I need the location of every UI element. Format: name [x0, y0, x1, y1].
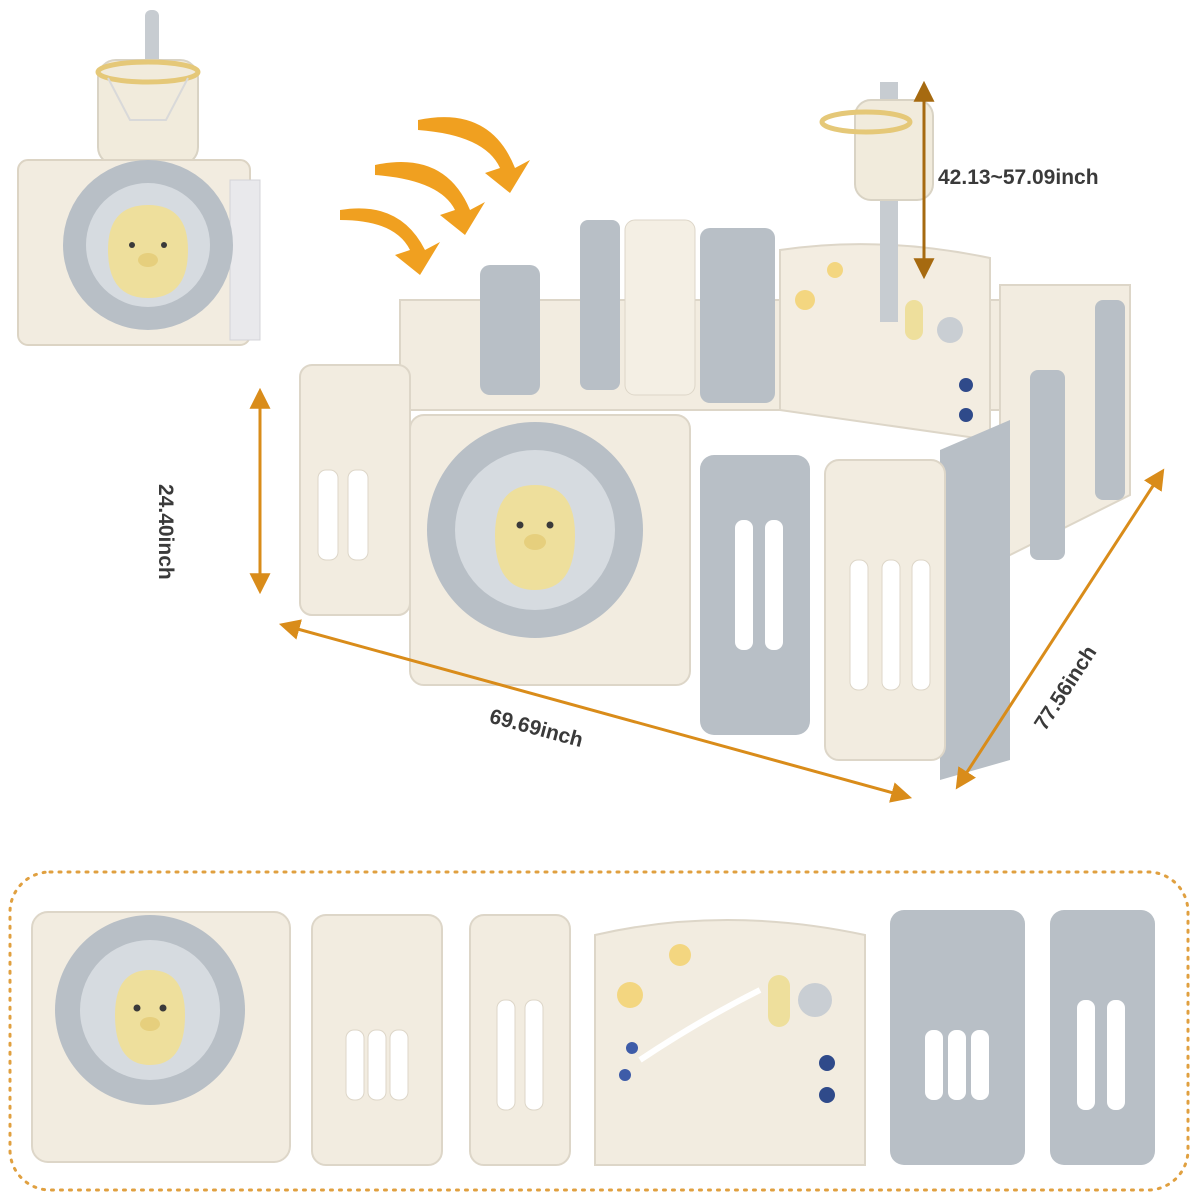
door-panel — [31, 911, 291, 1163]
height-dimension-label: 24.40inch — [154, 484, 177, 580]
panel-set-frame — [8, 870, 1190, 1192]
hoop-height-dimension-label: 42.13~57.09inch — [938, 166, 1099, 189]
panel-set — [31, 910, 1155, 1166]
dimension-lines — [249, 80, 1165, 803]
narrow-cream-panel — [469, 914, 571, 1166]
wide-cream-panel — [311, 914, 443, 1166]
motion-arrows — [340, 117, 530, 275]
activity-panel — [594, 919, 866, 1166]
wide-grey-panel — [890, 910, 1025, 1165]
folded-playpen-image — [17, 10, 261, 346]
narrow-grey-panel — [1050, 910, 1155, 1165]
